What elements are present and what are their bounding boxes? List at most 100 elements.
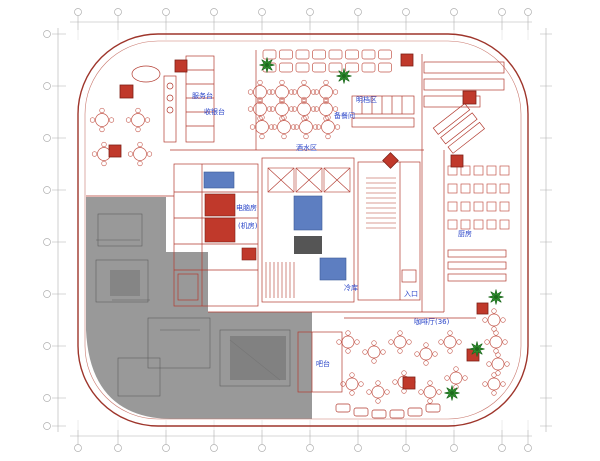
chair xyxy=(491,390,497,396)
chair xyxy=(371,358,377,364)
chair xyxy=(137,160,143,167)
red-marker xyxy=(108,144,122,158)
chair xyxy=(444,375,450,381)
chair xyxy=(325,133,331,140)
chair xyxy=(493,330,499,336)
round-table xyxy=(321,120,335,134)
chair xyxy=(453,366,459,372)
chair xyxy=(432,351,438,357)
chair xyxy=(247,89,254,95)
column-bubble xyxy=(498,444,506,452)
column-bubble xyxy=(402,444,410,452)
seat-square xyxy=(473,201,484,212)
chair xyxy=(493,348,499,354)
booth-seat xyxy=(312,49,326,60)
chair xyxy=(349,390,355,396)
annotation-label: 咖啡厅(36) xyxy=(414,317,450,326)
chair xyxy=(279,98,285,105)
plant-center xyxy=(450,391,454,395)
chair xyxy=(423,342,429,348)
column-bubble xyxy=(43,82,51,90)
column-bubble xyxy=(43,394,51,402)
round-table xyxy=(489,335,503,349)
chair xyxy=(290,124,297,130)
chair xyxy=(266,89,273,95)
chair xyxy=(491,326,497,332)
gray-existing-area xyxy=(86,197,312,419)
round-table xyxy=(275,85,289,99)
chair xyxy=(414,351,420,357)
booth-seat xyxy=(312,62,326,73)
chair xyxy=(269,89,276,95)
chair xyxy=(310,89,317,95)
dimension-grid xyxy=(43,8,552,452)
round-table xyxy=(95,113,109,127)
booth-seat xyxy=(361,62,376,73)
chair xyxy=(127,151,134,157)
booth-seat xyxy=(295,49,310,60)
chair xyxy=(340,381,346,387)
booth-seat xyxy=(345,62,359,73)
chair xyxy=(438,339,444,345)
plant-center xyxy=(475,347,479,351)
chair xyxy=(146,151,153,157)
chair xyxy=(354,339,360,345)
chair xyxy=(502,339,508,345)
round-tables xyxy=(89,79,341,167)
chair xyxy=(125,117,132,123)
round-table xyxy=(277,120,291,134)
chair xyxy=(288,89,295,95)
chair xyxy=(486,361,492,367)
elevator-shaft xyxy=(295,167,323,193)
round-table xyxy=(487,313,501,327)
chair xyxy=(334,124,341,130)
chair xyxy=(504,361,510,367)
column-bubble xyxy=(114,444,122,452)
column-bubble xyxy=(210,8,218,16)
seat-square xyxy=(486,201,497,212)
chair xyxy=(375,398,381,404)
annotation-label: 冷库 xyxy=(344,283,358,292)
chair xyxy=(482,381,488,387)
stair-treads xyxy=(366,177,396,229)
annotation-label: 入口 xyxy=(404,290,418,298)
seat-square xyxy=(499,201,510,212)
chair xyxy=(392,379,398,385)
core-fills xyxy=(203,171,347,281)
round-table xyxy=(319,102,333,116)
chair xyxy=(491,372,497,378)
chair xyxy=(315,124,322,130)
chair xyxy=(362,349,368,355)
column-bubble xyxy=(43,134,51,142)
chair xyxy=(366,389,372,395)
booth-seat xyxy=(378,49,392,60)
booth-seat xyxy=(279,62,293,73)
chair xyxy=(279,96,285,103)
chair xyxy=(462,375,468,381)
booth-seat xyxy=(279,49,293,60)
seat-square xyxy=(486,219,497,230)
round-table xyxy=(393,335,407,349)
seat-square xyxy=(486,165,497,176)
round-table xyxy=(491,357,505,371)
chair xyxy=(436,389,442,395)
red-marker xyxy=(476,302,489,315)
plant-center xyxy=(265,63,269,67)
chair xyxy=(375,380,381,386)
chair xyxy=(291,106,298,112)
round-table xyxy=(319,85,333,99)
round-table xyxy=(255,120,269,134)
chair xyxy=(257,79,263,86)
elevator-x xyxy=(323,167,351,193)
column-bubble xyxy=(74,8,82,16)
column-bubble xyxy=(402,8,410,16)
chair xyxy=(135,126,141,133)
chair xyxy=(303,133,309,140)
column-bubble xyxy=(43,422,51,430)
column-bubble xyxy=(524,8,532,16)
annotation-label: 厨房 xyxy=(458,229,472,238)
column-bubble xyxy=(498,8,506,16)
round-table xyxy=(253,85,267,99)
booth-seat xyxy=(328,49,343,60)
